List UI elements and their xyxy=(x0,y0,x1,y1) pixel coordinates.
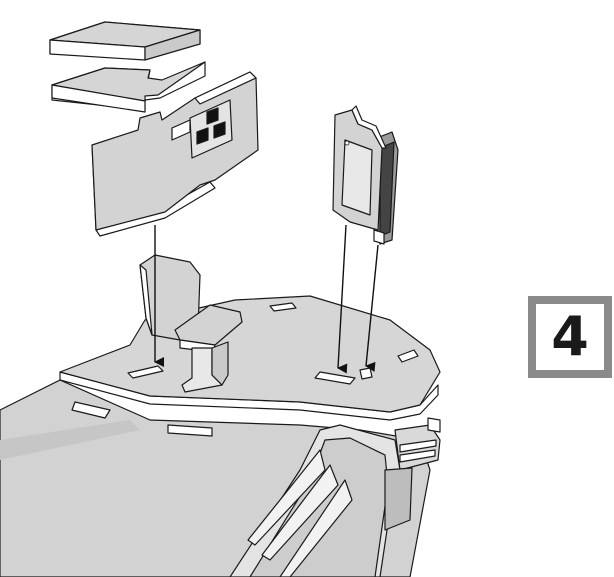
side-panel xyxy=(333,106,398,244)
step-number-box: 4 xyxy=(536,304,604,370)
top-plate-1 xyxy=(50,22,200,60)
top-plate-2 xyxy=(52,62,205,112)
step-number: 4 xyxy=(551,310,589,364)
step-number-badge: 4 xyxy=(528,296,612,378)
deck-plate xyxy=(60,296,440,420)
